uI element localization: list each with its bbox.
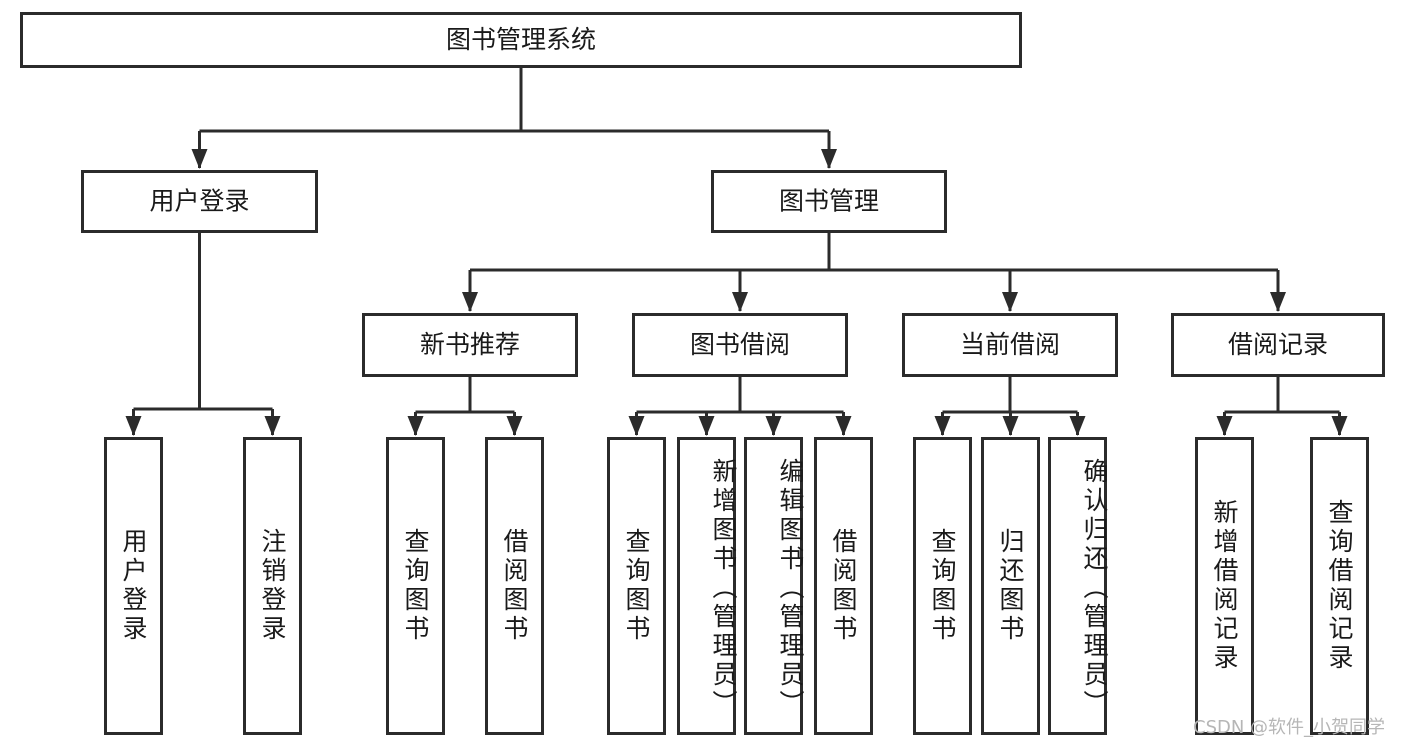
watermark-text: CSDN @软件_小贺同学 (1193, 717, 1386, 738)
node-label-l2-0: 用户登录 (149, 187, 249, 216)
node-box-leaf-0 (104, 437, 163, 735)
node-box-leaf-8 (913, 437, 972, 735)
node-label-l3-3: 借阅记录 (1228, 330, 1328, 359)
node-box-leaf-6 (744, 437, 803, 735)
edge-arrowhead-record-1 (1331, 416, 1348, 436)
node-box-leaf-10 (1048, 437, 1107, 735)
edge-arrowhead-login-0 (125, 416, 142, 436)
edge-arrowhead-current-1 (1002, 416, 1019, 436)
edge-arrowhead-borrow-2 (765, 416, 782, 436)
node-box-leaf-4 (607, 437, 666, 735)
edge-arrowhead-newbook-0 (407, 416, 424, 436)
node-label-l3-2: 当前借阅 (960, 330, 1060, 359)
node-label-root-0: 图书管理系统 (446, 25, 596, 54)
edge-arrowhead-record-0 (1216, 416, 1233, 436)
node-box-l3-3 (1171, 313, 1385, 377)
node-box-l2-0 (81, 170, 318, 233)
edge-arrowhead-bookmgmt-0 (462, 292, 478, 312)
edge-arrowhead-bookmgmt-1 (732, 292, 748, 312)
node-box-leaf-11 (1195, 437, 1254, 735)
edge-arrowhead-current-2 (1069, 416, 1086, 436)
edge-arrowhead-current-0 (934, 416, 951, 436)
node-label-l3-1: 图书借阅 (690, 330, 790, 359)
node-box-l2-1 (711, 170, 947, 233)
node-box-l3-0 (362, 313, 578, 377)
edges-layer (125, 68, 1348, 436)
node-box-l3-2 (902, 313, 1118, 377)
node-box-leaf-3 (485, 437, 544, 735)
edge-arrowhead-borrow-0 (628, 416, 645, 436)
node-box-leaf-12 (1310, 437, 1369, 735)
nodes-layer (20, 12, 1385, 735)
node-box-root-0 (20, 12, 1022, 68)
node-box-leaf-1 (243, 437, 302, 735)
node-box-leaf-9 (981, 437, 1040, 735)
edge-arrowhead-bookmgmt-2 (1002, 292, 1018, 312)
edge-arrowhead-bookmgmt-3 (1270, 292, 1286, 312)
edge-arrowhead-root-1 (821, 149, 837, 169)
edge-arrowhead-login-1 (264, 416, 281, 436)
node-box-leaf-7 (814, 437, 873, 735)
edge-arrowhead-borrow-3 (835, 416, 852, 436)
node-box-l3-1 (632, 313, 848, 377)
node-box-leaf-2 (386, 437, 445, 735)
edge-arrowhead-newbook-1 (506, 416, 523, 436)
edge-arrowhead-borrow-1 (698, 416, 715, 436)
node-box-leaf-5 (677, 437, 736, 735)
node-label-l3-0: 新书推荐 (420, 330, 520, 359)
edge-arrowhead-root-0 (191, 149, 208, 169)
node-label-l2-1: 图书管理 (779, 187, 879, 216)
